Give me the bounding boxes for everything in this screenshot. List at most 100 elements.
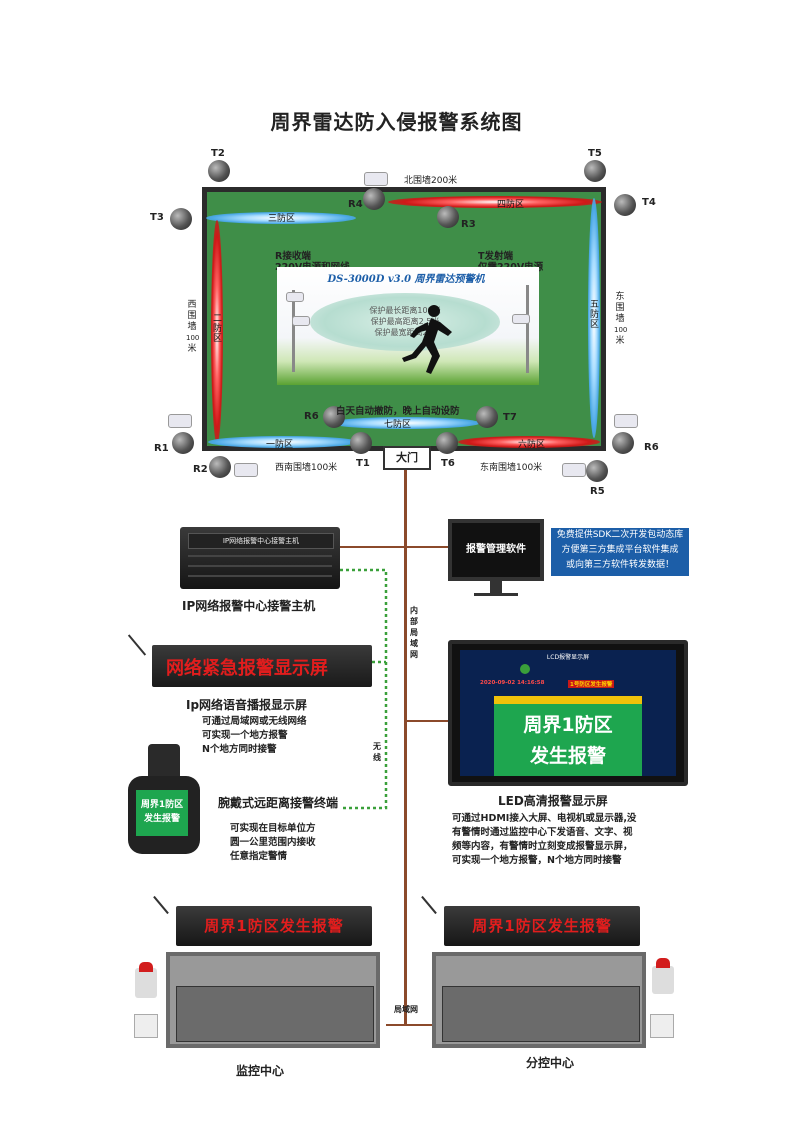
- tower-t2-label: T2: [211, 148, 225, 159]
- center-link-line: [386, 1024, 432, 1026]
- lcd-alarm-box: 周界1防区 发生报警: [494, 696, 642, 776]
- zone-4-label: 四防区: [497, 200, 525, 210]
- right-center-caption: 分控中心: [526, 1056, 575, 1070]
- zone-7-label: 七防区: [384, 420, 412, 430]
- lcd-desc-3: 频等内容，有警情时立刻变成报警显示屏，: [452, 841, 633, 852]
- camera-icon: [562, 463, 586, 477]
- oval-text-2: 保护最高距离2.5米: [370, 317, 440, 326]
- transmitter-icon: [512, 314, 530, 324]
- alarm-button-icon: [134, 1014, 158, 1038]
- tower-r4-label: R4: [348, 199, 363, 210]
- watch-desc-1: 可实现在目标单位方: [230, 823, 316, 834]
- camera-icon: [234, 463, 258, 477]
- led-display-desc-2: 可实现一个地方报警: [202, 730, 288, 741]
- zone-1-label: 一防区: [266, 440, 294, 450]
- tower-t7-label: T7: [503, 412, 517, 423]
- led-display-desc-1: 可通过局域网或无线网络: [202, 716, 307, 727]
- tower-t4-icon: [614, 194, 636, 216]
- camera-icon: [614, 414, 638, 428]
- tower-r3-label: R3: [461, 219, 476, 230]
- lan-bottom-label: 局域网: [394, 1005, 418, 1014]
- main-gate: 大门: [383, 446, 431, 470]
- lcd-desc-4: 可实现一个地方报警，N个地方同时接警: [452, 855, 622, 866]
- transmitter-label: T发射端: [478, 251, 513, 262]
- siren-icon: [135, 968, 157, 998]
- receiver-pole: [292, 290, 295, 372]
- alarm-button-icon: [650, 1014, 674, 1038]
- tower-t2-icon: [208, 160, 230, 182]
- tower-t3-icon: [170, 208, 192, 230]
- tower-r6-inner-icon: [323, 406, 345, 428]
- zone-5-label: 五防区: [590, 300, 600, 330]
- host-link-line: [340, 546, 450, 548]
- zone-6-label: 六防区: [518, 440, 546, 450]
- tower-r4-icon: [363, 188, 385, 210]
- lcd-caption: LED高清报警显示屏: [498, 794, 608, 808]
- lan-vertical-label: 内部局域网: [410, 606, 418, 659]
- watch-desc-3: 任意指定警情: [230, 851, 288, 862]
- alarm-host-server: IP网络报警中心接警主机: [180, 527, 340, 589]
- led-display: 网络紧急报警显示屏: [152, 645, 372, 687]
- led-display-text: 网络紧急报警显示屏: [166, 658, 328, 679]
- watch-terminal: 周界1防区 发生报警: [128, 776, 200, 854]
- lcd-link-line: [405, 720, 451, 722]
- siren-light-icon: [139, 962, 153, 972]
- server-panel-label: IP网络报警中心接警主机: [188, 533, 334, 549]
- led-display-caption: Ip网络语音播报显示屏: [186, 698, 308, 712]
- lan-trunk-line: [404, 470, 407, 1026]
- camera-icon: [168, 414, 192, 428]
- watch-caption: 腕戴式远距离接警终端: [218, 796, 339, 810]
- software-monitor: 报警管理软件: [448, 519, 544, 581]
- lcd-desc-2: 有警情时通过监控中心下发语音、文字、视: [452, 827, 633, 838]
- zone-7-beam: [330, 417, 480, 429]
- tower-r5-label: R5: [590, 486, 605, 497]
- siren-icon: [652, 966, 674, 994]
- tower-t3-label: T3: [150, 212, 164, 223]
- tower-r2-icon: [209, 456, 231, 478]
- tower-t6-label: T6: [441, 458, 455, 469]
- tower-r6-icon: [612, 432, 634, 454]
- zone-6-beam: [458, 436, 600, 448]
- transmitter-pole: [526, 285, 529, 373]
- tower-t6-icon: [436, 432, 458, 454]
- led-display-desc-3: N个地方同时接警: [202, 744, 277, 755]
- north-wall-label: 北围墙200米: [404, 176, 458, 186]
- monitor-stand: [490, 581, 502, 593]
- zone-2-beam: [211, 220, 223, 444]
- tower-r6-inner-label: R6: [304, 411, 319, 422]
- zone-4-beam: [388, 196, 602, 208]
- antenna-icon: [421, 895, 437, 915]
- southwest-wall-label: 西南围墙100米: [275, 463, 338, 473]
- tower-r1-label: R1: [154, 443, 169, 454]
- camera-icon: [364, 172, 388, 186]
- tower-r3-icon: [437, 206, 459, 228]
- receiver-icon: [286, 292, 304, 302]
- monitor-base: [474, 593, 518, 596]
- zone-3-beam: [206, 212, 356, 224]
- tower-r5-icon: [586, 460, 608, 482]
- tower-t5-icon: [584, 160, 606, 182]
- lcd-alarm-line-1: 周界1防区: [523, 714, 613, 736]
- tower-t5-label: T5: [588, 148, 602, 159]
- oval-text-3: 保护最宽距离2米: [374, 328, 436, 337]
- tower-t1-icon: [350, 432, 372, 454]
- tower-r1-icon: [172, 432, 194, 454]
- device-name: DS-3000D v3.0 周界雷达预警机: [327, 274, 485, 285]
- tower-t7-icon: [476, 406, 498, 428]
- zone-5-beam: [588, 198, 600, 438]
- lcd-status: 1号防区发生报警: [568, 680, 615, 688]
- lcd-desc-1: 可通过HDMI接入大屏、电视机或显示器,没: [452, 813, 637, 824]
- right-alarm-sign: 周界1防区发生报警: [444, 906, 640, 946]
- watch-strap: [148, 744, 180, 778]
- protection-oval: [310, 293, 500, 351]
- antenna-icon: [153, 895, 169, 915]
- tower-r6-label: R6: [644, 442, 659, 453]
- tower-t1-label: T1: [356, 458, 370, 469]
- page-title: 周界雷达防入侵报警系统图: [270, 110, 523, 134]
- siren-light-icon: [656, 958, 670, 968]
- oval-text-1: 保护最长距离100米: [369, 306, 441, 315]
- tower-r2-label: R2: [193, 464, 208, 475]
- southeast-wall-label: 东南围墙100米: [480, 463, 543, 473]
